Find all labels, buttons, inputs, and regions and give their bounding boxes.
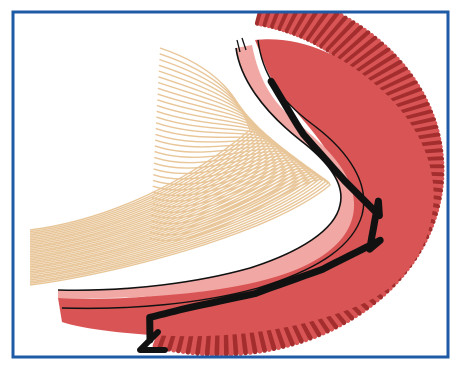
diagram-frame <box>0 0 461 370</box>
diagram-canvas <box>0 0 461 370</box>
